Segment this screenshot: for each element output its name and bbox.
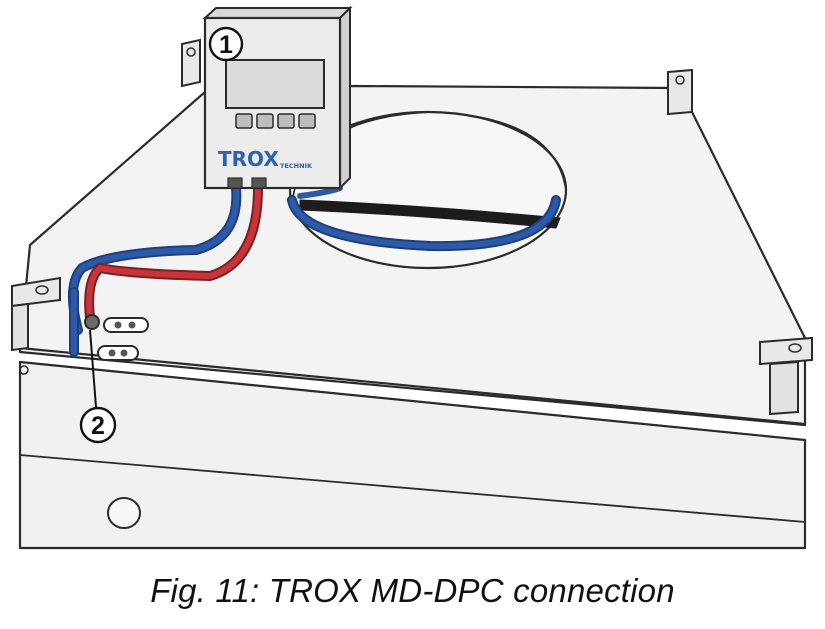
front-face-hole [107, 497, 141, 529]
housing-panel-seam [19, 454, 806, 523]
measuring-point-connection [84, 314, 149, 361]
figure-caption: Fig. 11: TROX MD-DPC connection [150, 572, 675, 609]
mounting-bracket-back-left [181, 38, 201, 88]
mounting-bracket-front-left [11, 276, 61, 352]
callout-2: 2 [79, 329, 117, 444]
duct-spigot-opening [288, 110, 568, 270]
device-brand: TROX [218, 147, 279, 171]
duct-unit-illustration: TROX TECHNIK 1 2 [11, 5, 813, 550]
corner-screw [19, 365, 29, 375]
callout-1-label: 1 [219, 31, 233, 59]
mounting-bracket-front-right [759, 336, 813, 416]
differential-pressure-controller: TROX TECHNIK [202, 5, 353, 191]
callout-1: 1 [208, 26, 244, 62]
housing-front-edge [19, 346, 806, 426]
device-sub-brand: TECHNIK [280, 162, 313, 170]
mounting-bracket-back-right [667, 68, 693, 116]
callout-2-label: 2 [91, 412, 105, 440]
